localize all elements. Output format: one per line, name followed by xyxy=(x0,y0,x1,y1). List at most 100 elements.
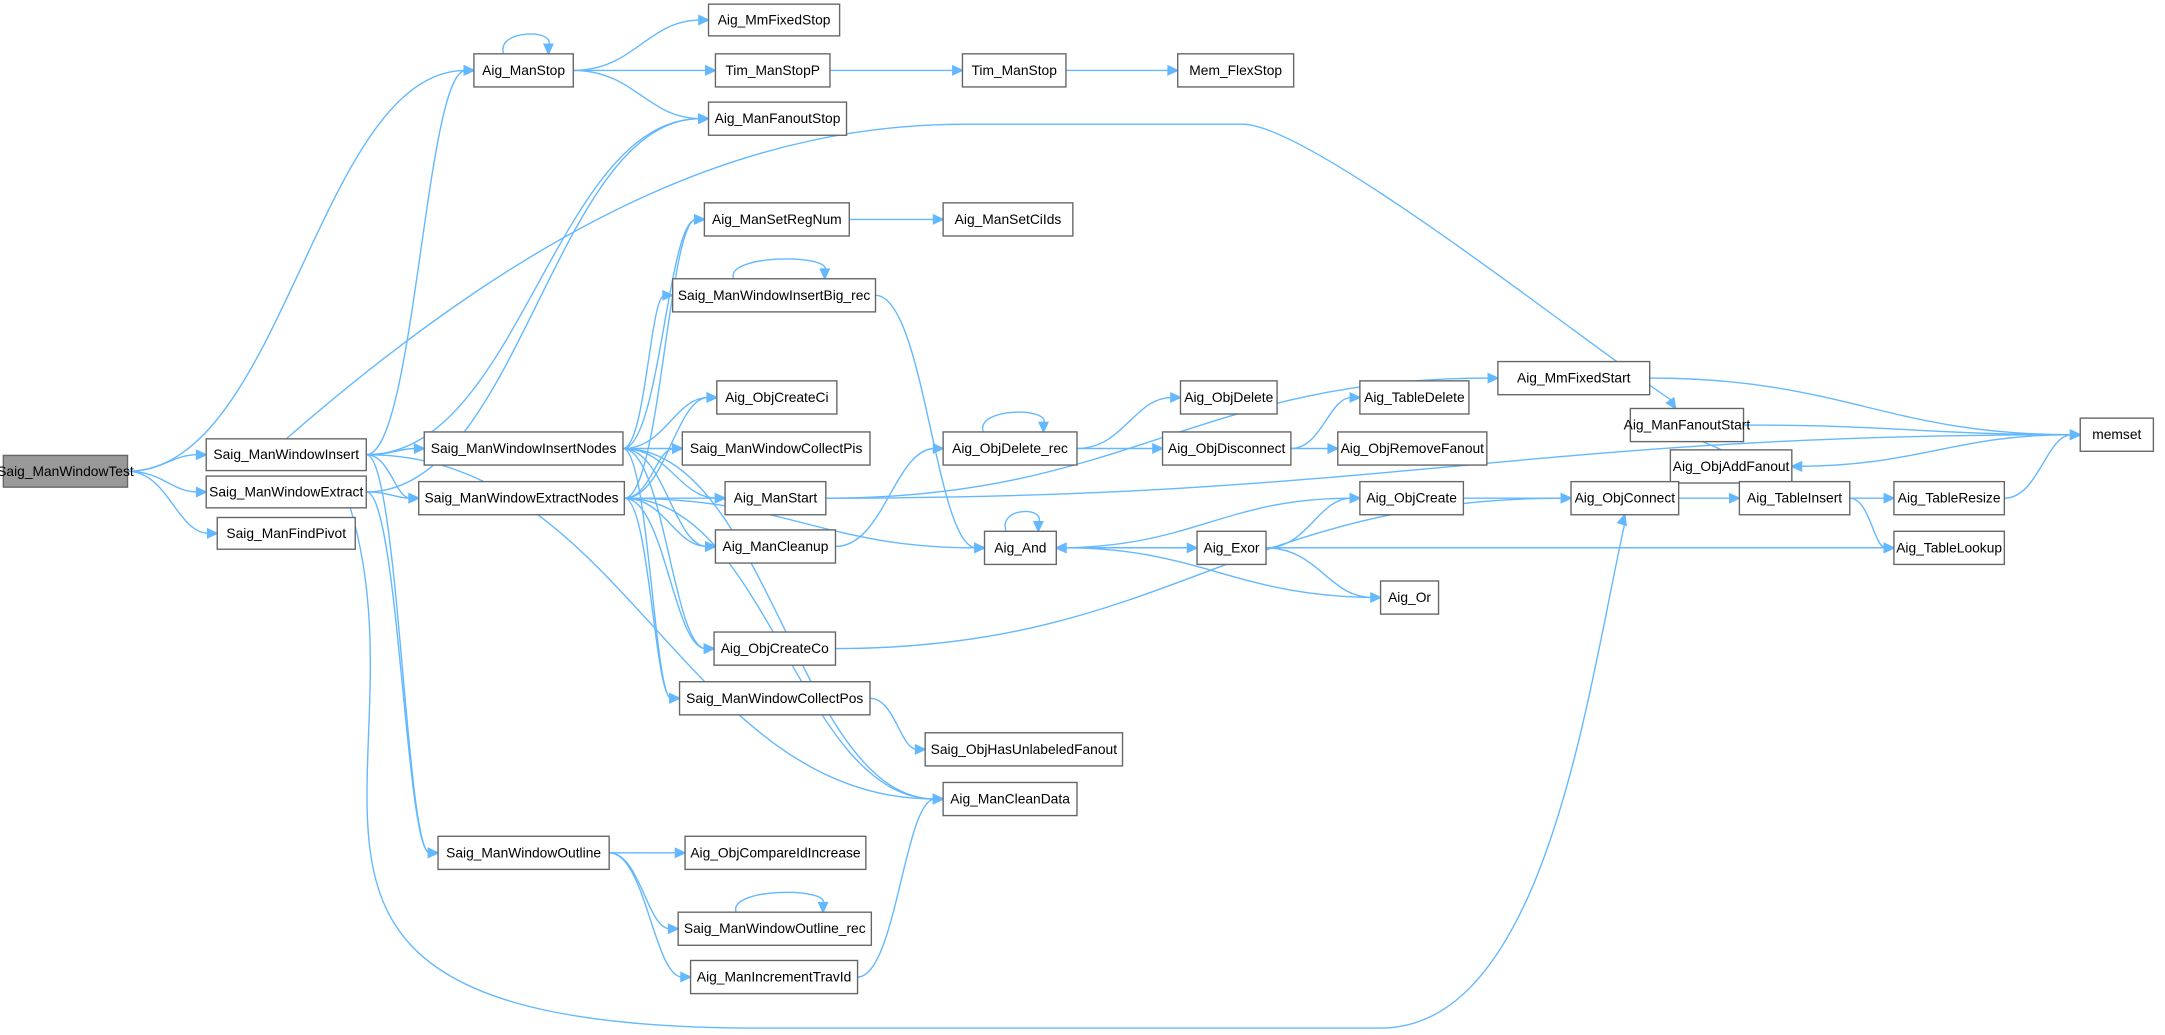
node-mmfixedstart[interactable]: Aig_MmFixedStart xyxy=(1497,360,1651,396)
edge-line xyxy=(1791,434,2072,468)
node-addfanout[interactable]: Aig_ObjAddFanout xyxy=(1669,449,1793,484)
arrowhead-icon xyxy=(662,289,675,301)
node-box xyxy=(216,516,356,550)
edge-extractnodes-to-createco xyxy=(624,497,716,655)
node-label: Aig_ObjDisconnect xyxy=(1168,441,1286,456)
arrowhead-icon xyxy=(206,527,219,539)
node-box xyxy=(942,431,1078,466)
node-label: Aig_ObjCreateCo xyxy=(721,641,829,656)
arrowhead-icon xyxy=(1349,492,1362,504)
node-and[interactable]: Aig_And xyxy=(983,530,1057,566)
arrowhead-icon xyxy=(952,64,965,76)
node-box xyxy=(924,732,1124,767)
node-findpivot[interactable]: Saig_ManFindPivot xyxy=(216,516,356,550)
node-outline[interactable]: Saig_ManWindowOutline xyxy=(437,835,610,871)
node-label: Mem_FlexStop xyxy=(1189,63,1282,78)
node-label: Saig_ManWindowOutline xyxy=(446,845,601,860)
arrowhead-icon xyxy=(195,486,208,498)
node-tabledelete[interactable]: Aig_TableDelete xyxy=(1359,380,1470,415)
edge-tableinsert-to-tableresize xyxy=(1849,492,1896,504)
edge-line xyxy=(127,470,209,535)
node-label: Saig_ManWindowInsert xyxy=(213,447,359,462)
arrowhead-icon xyxy=(932,213,945,225)
edge-line xyxy=(624,497,706,650)
node-label: Saig_ManWindowCollectPis xyxy=(690,441,863,456)
node-insertnodes[interactable]: Saig_ManWindowInsertNodes xyxy=(423,431,624,466)
node-collectpos[interactable]: Saig_ManWindowCollectPos xyxy=(678,681,871,716)
edge-line xyxy=(622,447,717,499)
node-label: Aig_ObjCreateCi xyxy=(725,390,829,405)
node-exor[interactable]: Aig_Exor xyxy=(1196,530,1267,566)
node-box xyxy=(2079,417,2155,452)
node-memflexstop[interactable]: Mem_FlexStop xyxy=(1177,53,1295,88)
node-label: Aig_ManStart xyxy=(734,491,818,506)
node-compareid[interactable]: Aig_ObjCompareIdIncrease xyxy=(684,835,867,871)
node-objdelete[interactable]: Aig_ObjDelete xyxy=(1179,380,1278,415)
node-manstart[interactable]: Aig_ManStart xyxy=(724,480,827,516)
node-label: Aig_ObjCompareIdIncrease xyxy=(690,845,861,860)
node-timstopp[interactable]: Tim_ManStopP xyxy=(714,53,831,88)
node-createci[interactable]: Aig_ObjCreateCi xyxy=(716,380,838,415)
node-tablelookup[interactable]: Aig_TableLookup xyxy=(1893,530,2006,566)
node-outlinerec[interactable]: Saig_ManWindowOutline_rec xyxy=(677,911,873,946)
node-label: Saig_ManWindowInsertNodes xyxy=(431,441,617,456)
edge-travid-to-cleandata xyxy=(857,793,945,978)
node-box xyxy=(671,278,877,313)
edge-line xyxy=(1004,510,1040,532)
node-manstop[interactable]: Aig_ManStop xyxy=(473,53,574,88)
node-label: Aig_Exor xyxy=(1204,540,1260,555)
edge-line xyxy=(622,447,935,800)
node-label: Saig_ManFindPivot xyxy=(226,526,346,541)
node-box xyxy=(205,438,367,472)
node-label: memset xyxy=(2092,427,2141,442)
node-label: Tim_ManStopP xyxy=(725,63,820,78)
node-or[interactable]: Aig_Or xyxy=(1379,580,1440,615)
edge-line xyxy=(624,218,697,499)
node-test[interactable]: Saig_ManWindowTest xyxy=(0,454,134,488)
node-box xyxy=(1570,480,1680,516)
node-extractnodes[interactable]: Saig_ManWindowExtractNodes xyxy=(418,480,626,516)
arrowhead-icon xyxy=(671,443,684,454)
node-tableinsert[interactable]: Aig_TableInsert xyxy=(1738,480,1851,516)
node-insertbig[interactable]: Saig_ManWindowInsertBig_rec xyxy=(671,278,877,313)
node-createco[interactable]: Aig_ObjCreateCo xyxy=(713,631,837,666)
node-insert[interactable]: Saig_ManWindowInsert xyxy=(205,438,367,472)
node-objcreate[interactable]: Aig_ObjCreate xyxy=(1359,480,1465,516)
node-tableresize[interactable]: Aig_TableResize xyxy=(1893,480,2006,516)
node-label: Aig_ObjRemoveFanout xyxy=(1341,441,1485,456)
edge-disconnect-to-removefanout xyxy=(1290,443,1340,454)
node-travid[interactable]: Aig_ManIncrementTravId xyxy=(689,959,859,995)
node-removefanout[interactable]: Aig_ObjRemoveFanout xyxy=(1337,431,1488,466)
arrowhead-icon xyxy=(2069,429,2082,441)
node-mmfixedstop[interactable]: Aig_MmFixedStop xyxy=(707,3,841,37)
node-setciids[interactable]: Aig_ManSetCiIds xyxy=(942,202,1074,237)
edge-createco-to-connect xyxy=(835,492,1573,650)
edge-line xyxy=(366,117,701,493)
node-timstop[interactable]: Tim_ManStop xyxy=(961,53,1067,88)
node-label: Aig_MmFixedStop xyxy=(718,13,831,28)
node-hasunlabeled[interactable]: Saig_ObjHasUnlabeledFanout xyxy=(924,732,1124,767)
arrowhead-icon xyxy=(703,643,716,655)
node-fanoutstart[interactable]: Aig_ManFanoutStart xyxy=(1624,407,1751,443)
node-box xyxy=(707,3,841,37)
edge-test-to-findpivot xyxy=(127,470,219,539)
node-connect[interactable]: Aig_ObjConnect xyxy=(1570,480,1680,516)
node-box xyxy=(437,835,610,871)
node-cleandata[interactable]: Aig_ManCleanData xyxy=(942,781,1078,817)
node-label: Aig_ManIncrementTravId xyxy=(697,970,851,985)
arrowhead-icon xyxy=(408,492,421,504)
node-cleanup[interactable]: Aig_ManCleanup xyxy=(714,529,837,564)
node-box xyxy=(724,480,827,516)
node-setregnum[interactable]: Aig_ManSetRegNum xyxy=(703,202,850,237)
node-label: Aig_TableDelete xyxy=(1364,390,1465,405)
arrowhead-icon xyxy=(694,213,707,225)
node-disconnect[interactable]: Aig_ObjDisconnect xyxy=(1161,431,1292,466)
node-memset[interactable]: memset xyxy=(2079,417,2155,452)
node-deleterec[interactable]: Aig_ObjDelete_rec xyxy=(942,431,1078,466)
node-extract[interactable]: Saig_ManWindowExtract xyxy=(205,475,367,509)
node-collectpis[interactable]: Saig_ManWindowCollectPis xyxy=(681,431,871,466)
arrowhead-icon xyxy=(932,443,945,454)
node-fanoutstop[interactable]: Aig_ManFanoutStop xyxy=(707,101,848,136)
node-box xyxy=(714,529,837,564)
edge-line xyxy=(366,491,431,854)
